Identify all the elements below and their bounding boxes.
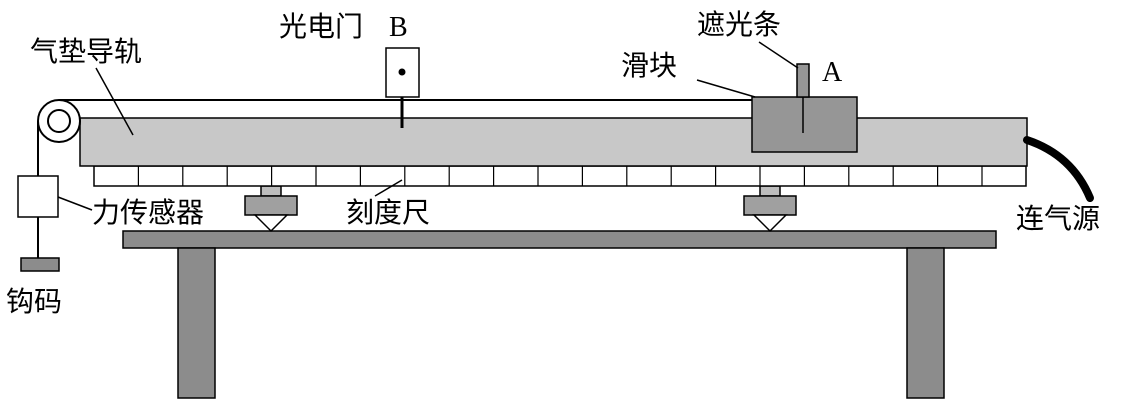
table (122, 230, 997, 399)
air-hose (1023, 136, 1094, 202)
track-support-right (743, 185, 797, 233)
force-sensor-label: 力传感器 (92, 196, 204, 229)
scale-label: 刻度尺 (346, 196, 430, 229)
photogate-sensor-dot (398, 68, 406, 76)
slider-label: 滑块 (621, 49, 677, 82)
pulley (37, 99, 81, 143)
air-track (79, 117, 1028, 167)
track-support-left (244, 185, 298, 233)
table-leg-right (906, 247, 945, 399)
air-source-label: 连气源 (1016, 202, 1100, 235)
shading-strip (796, 63, 810, 98)
table-leg-left (177, 247, 216, 399)
hook-weight (20, 257, 60, 272)
photogate-letter: B (389, 12, 408, 43)
leader-lines (57, 41, 799, 211)
hook-weight-label: 钩码 (6, 285, 62, 318)
slider (751, 63, 858, 153)
table-top (122, 230, 997, 249)
string (37, 99, 752, 258)
air-track-label: 气垫导轨 (30, 35, 142, 68)
photogate-label: 光电门 (279, 10, 363, 43)
shading-strip-label: 遮光条 (697, 8, 781, 41)
force-sensor (17, 175, 59, 218)
photogate (385, 47, 420, 128)
slider-letter: A (822, 57, 843, 88)
scale-ruler (93, 165, 1027, 187)
